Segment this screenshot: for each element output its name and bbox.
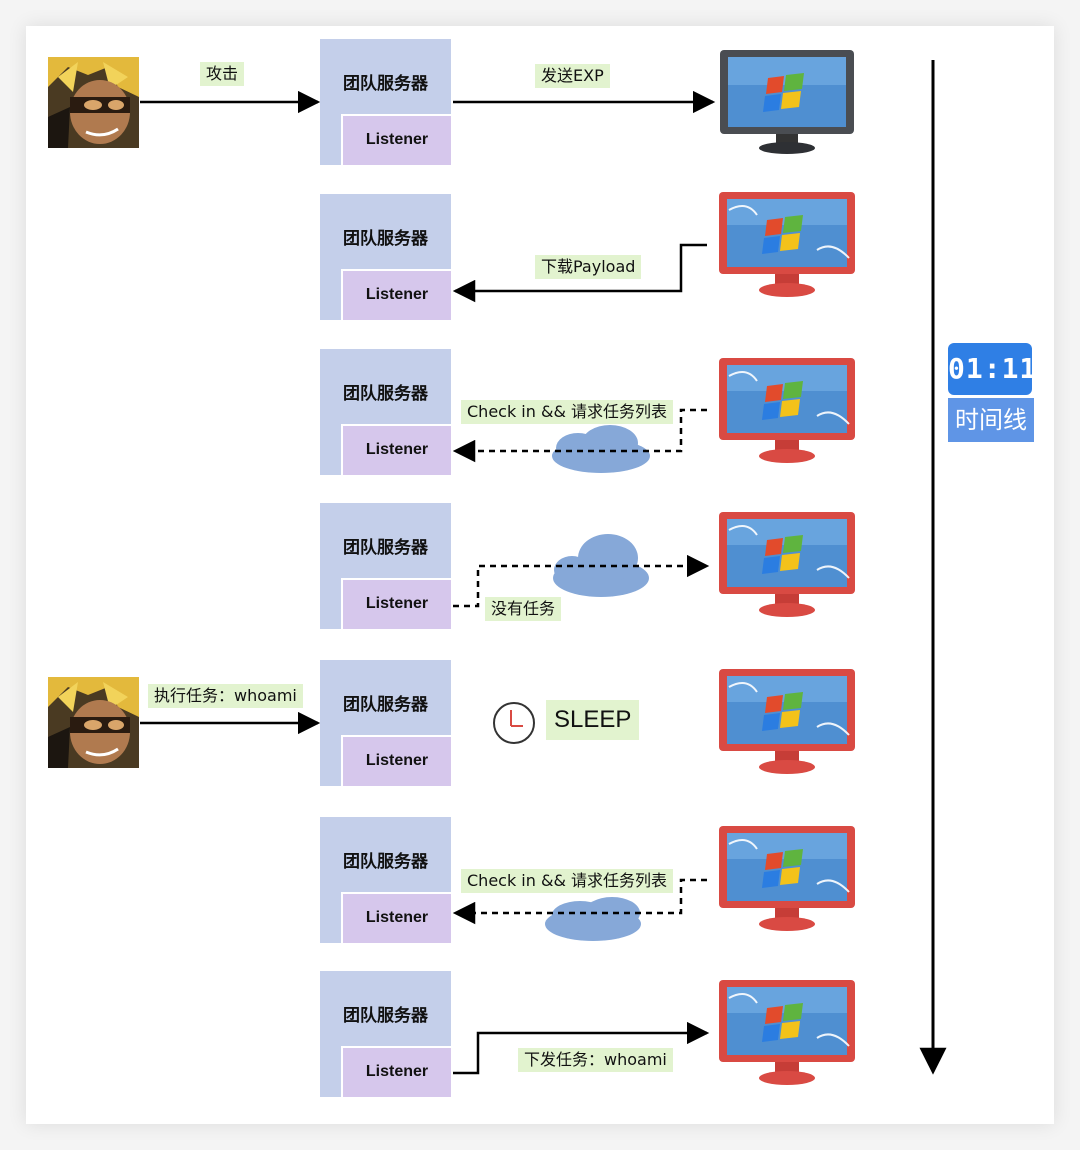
cloud-icon [553, 534, 649, 597]
listener-label: Listener [365, 286, 429, 303]
listener-box: Listener [341, 892, 451, 943]
listener-label: Listener [365, 441, 429, 458]
cloud-icon [545, 897, 641, 941]
listener-box: Listener [341, 578, 451, 629]
windows-monitor-icon [717, 190, 857, 300]
team-server-label: 团队服务器 [343, 1006, 428, 1026]
attacker-avatar-icon [48, 57, 139, 148]
listener-box: Listener [341, 114, 451, 165]
check-in-label: Check in && 请求任务列表 [461, 869, 674, 893]
windows-monitor-icon [717, 667, 857, 777]
download-payload-label: 下载Payload [535, 255, 642, 279]
listener-label: Listener [365, 752, 429, 769]
listener-box: Listener [341, 1046, 451, 1097]
listener-label: Listener [365, 131, 429, 148]
sleep-label: SLEEP [546, 700, 640, 740]
check-in-arrow-2 [452, 878, 707, 925]
no-task-label: 没有任务 [485, 597, 562, 621]
team-server-label: 团队服务器 [343, 74, 428, 94]
windows-monitor-icon [717, 356, 857, 466]
timer-text: 01:11 [948, 352, 1038, 385]
team-server-label: 团队服务器 [343, 538, 428, 558]
issue-task-label: 下发任务：whoami [518, 1048, 673, 1072]
check-in-arrow-1 [452, 408, 707, 463]
team-server-label: 团队服务器 [343, 384, 428, 404]
listener-label: Listener [365, 595, 429, 612]
exec-task-label: 执行任务：whoami [148, 684, 303, 708]
issue-task-arrow [453, 1021, 710, 1075]
team-server: 团队服务器 Listener [320, 503, 451, 629]
team-server-label: 团队服务器 [343, 852, 428, 872]
team-server-label: 团队服务器 [343, 229, 428, 249]
team-server: 团队服务器 Listener [320, 817, 451, 943]
team-server: 团队服务器 Listener [320, 660, 451, 786]
windows-monitor-icon [717, 978, 857, 1088]
listener-label: Listener [365, 1063, 429, 1080]
diagram-card [26, 26, 1054, 1124]
listener-label: Listener [365, 909, 429, 926]
timeline-label: 时间线 [948, 398, 1034, 442]
no-task-arrow [453, 554, 710, 608]
team-server: 团队服务器 Listener [320, 39, 451, 165]
send-exp-label: 发送EXP [535, 64, 610, 88]
team-server-label: 团队服务器 [343, 695, 428, 715]
download-payload-arrow [452, 243, 707, 303]
windows-monitor-icon [718, 48, 858, 158]
team-server: 团队服务器 Listener [320, 349, 451, 475]
windows-monitor-icon [717, 510, 857, 620]
clock-icon [491, 700, 537, 751]
listener-box: Listener [341, 424, 451, 475]
team-server: 团队服务器 Listener [320, 971, 451, 1097]
listener-box: Listener [341, 269, 451, 320]
cloud-icon [552, 425, 650, 473]
listener-box: Listener [341, 735, 451, 786]
check-in-label: Check in && 请求任务列表 [461, 400, 674, 424]
timer-badge: 01:11 [948, 343, 1038, 395]
team-server: 团队服务器 Listener [320, 194, 451, 320]
attacker-avatar-icon [48, 677, 139, 768]
windows-monitor-icon [717, 824, 857, 934]
attack-label: 攻击 [200, 62, 245, 86]
